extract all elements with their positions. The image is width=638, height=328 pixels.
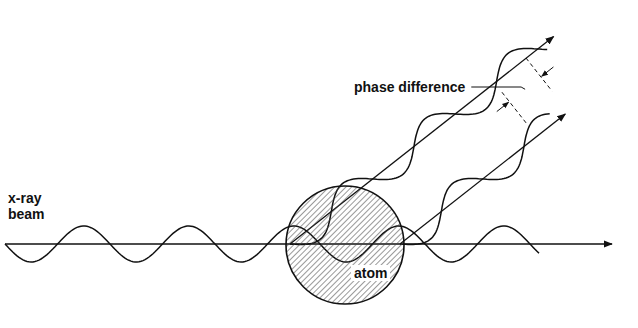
beam-label: x-ray beam <box>8 190 52 222</box>
lower-scattered-ray <box>400 114 565 244</box>
lower-scattered-wave <box>400 114 550 245</box>
leader-line <box>471 87 525 89</box>
phase-arrow <box>497 102 509 111</box>
callout-label: phase difference <box>352 79 467 95</box>
phase-dash <box>502 92 528 125</box>
atom-outline <box>285 185 405 305</box>
incident-wave <box>5 226 539 262</box>
phase-dash <box>526 58 552 91</box>
atom-label: atom <box>351 265 390 281</box>
phase-arrow <box>542 67 554 76</box>
atom-circle: atom <box>285 185 405 305</box>
